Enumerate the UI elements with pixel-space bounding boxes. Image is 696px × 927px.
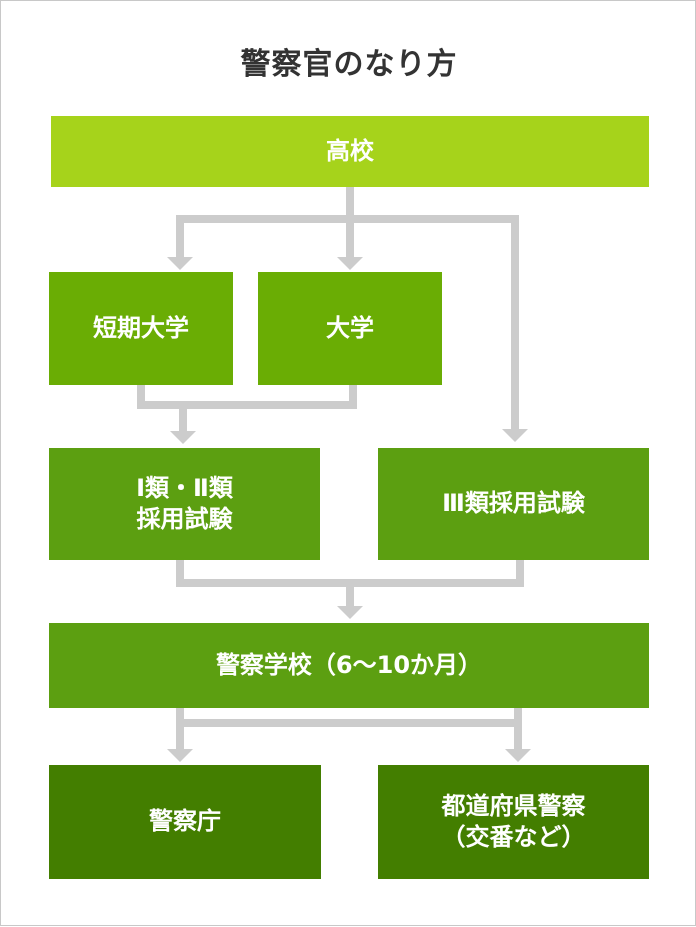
- node-exam-1-2-label: Ⅰ類・Ⅱ類 採用試験: [136, 473, 233, 533]
- node-national-police-agency: 警察庁: [49, 765, 321, 879]
- arrowhead-exam-1-2: [170, 431, 196, 444]
- node-high-school: 高校: [51, 116, 649, 187]
- node-exam-3-label: Ⅲ類採用試験: [442, 489, 585, 518]
- node-university-label: 大学: [326, 313, 374, 342]
- connector-academy-split: [176, 708, 522, 727]
- arrowhead-junior-college: [167, 257, 193, 270]
- diagram-title: 警察官のなり方: [240, 47, 458, 82]
- node-police-academy: 警察学校（6〜10か月）: [49, 623, 649, 708]
- node-university: 大学: [258, 272, 442, 385]
- connector-colleges-merge: [137, 385, 357, 409]
- node-prefectural-police: 都道府県警察 （交番など）: [378, 765, 649, 879]
- node-national-police-agency-label: 警察庁: [149, 807, 221, 836]
- arrowhead-university: [337, 257, 363, 270]
- arrowhead-prefectural: [505, 749, 531, 762]
- node-exam-1-2: Ⅰ類・Ⅱ類 採用試験: [49, 448, 320, 560]
- arrowhead-exam-3: [502, 429, 528, 442]
- node-junior-college-label: 短期大学: [93, 313, 189, 342]
- arrowhead-academy: [337, 606, 363, 619]
- connector-exams-merge: [176, 560, 524, 587]
- node-exam-3: Ⅲ類採用試験: [378, 448, 649, 560]
- arrowhead-npa: [167, 749, 193, 762]
- node-prefectural-police-label: 都道府県警察 （交番など）: [441, 791, 586, 851]
- node-junior-college: 短期大学: [49, 272, 233, 385]
- node-high-school-label: 高校: [326, 136, 374, 165]
- node-police-academy-label: 警察学校（6〜10か月）: [215, 650, 483, 679]
